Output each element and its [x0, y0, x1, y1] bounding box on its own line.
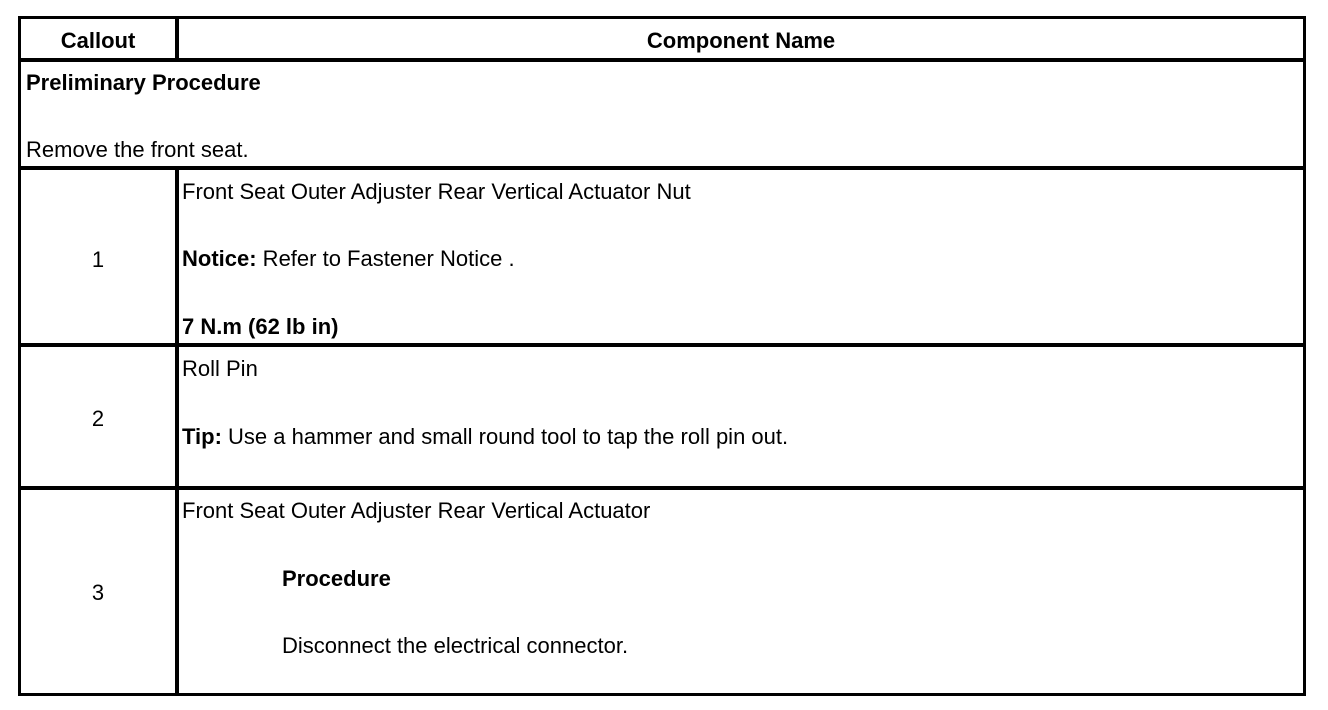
notice-text: Refer to Fastener Notice . — [256, 246, 515, 271]
tip-text: Use a hammer and small round tool to tap… — [221, 424, 789, 449]
row-1-divider — [21, 343, 1303, 347]
row-1-notice: Notice: Refer to Fastener Notice . — [182, 246, 515, 272]
preliminary-heading: Preliminary Procedure — [26, 70, 261, 95]
row-2-divider — [21, 486, 1303, 490]
row-2-callout: 2 — [91, 406, 105, 431]
header-divider — [21, 58, 1303, 62]
component-table: Callout Component Name Preliminary Proce… — [18, 16, 1306, 696]
column-divider-header — [175, 19, 179, 58]
row-3-callout: 3 — [91, 580, 105, 605]
header-callout: Callout — [60, 28, 136, 53]
row-3-component-name: Front Seat Outer Adjuster Rear Vertical … — [182, 498, 651, 523]
column-divider-body — [175, 166, 179, 693]
row-1-torque: 7 N.m (62 lb in) — [182, 314, 339, 339]
preliminary-divider — [21, 166, 1303, 170]
row-2-tip: Tip: Use a hammer and small round tool t… — [182, 424, 788, 450]
row-3-procedure-step: Disconnect the electrical connector. — [282, 633, 629, 658]
header-component-name: Component Name — [646, 28, 836, 53]
row-3-procedure-heading: Procedure — [282, 566, 391, 591]
row-1-component-name: Front Seat Outer Adjuster Rear Vertical … — [182, 179, 691, 204]
row-1-callout: 1 — [91, 247, 105, 272]
preliminary-step: Remove the front seat. — [26, 137, 249, 162]
notice-label: Notice: — [182, 246, 257, 271]
row-2-component-name: Roll Pin — [182, 356, 258, 381]
tip-label: Tip: — [182, 424, 222, 449]
